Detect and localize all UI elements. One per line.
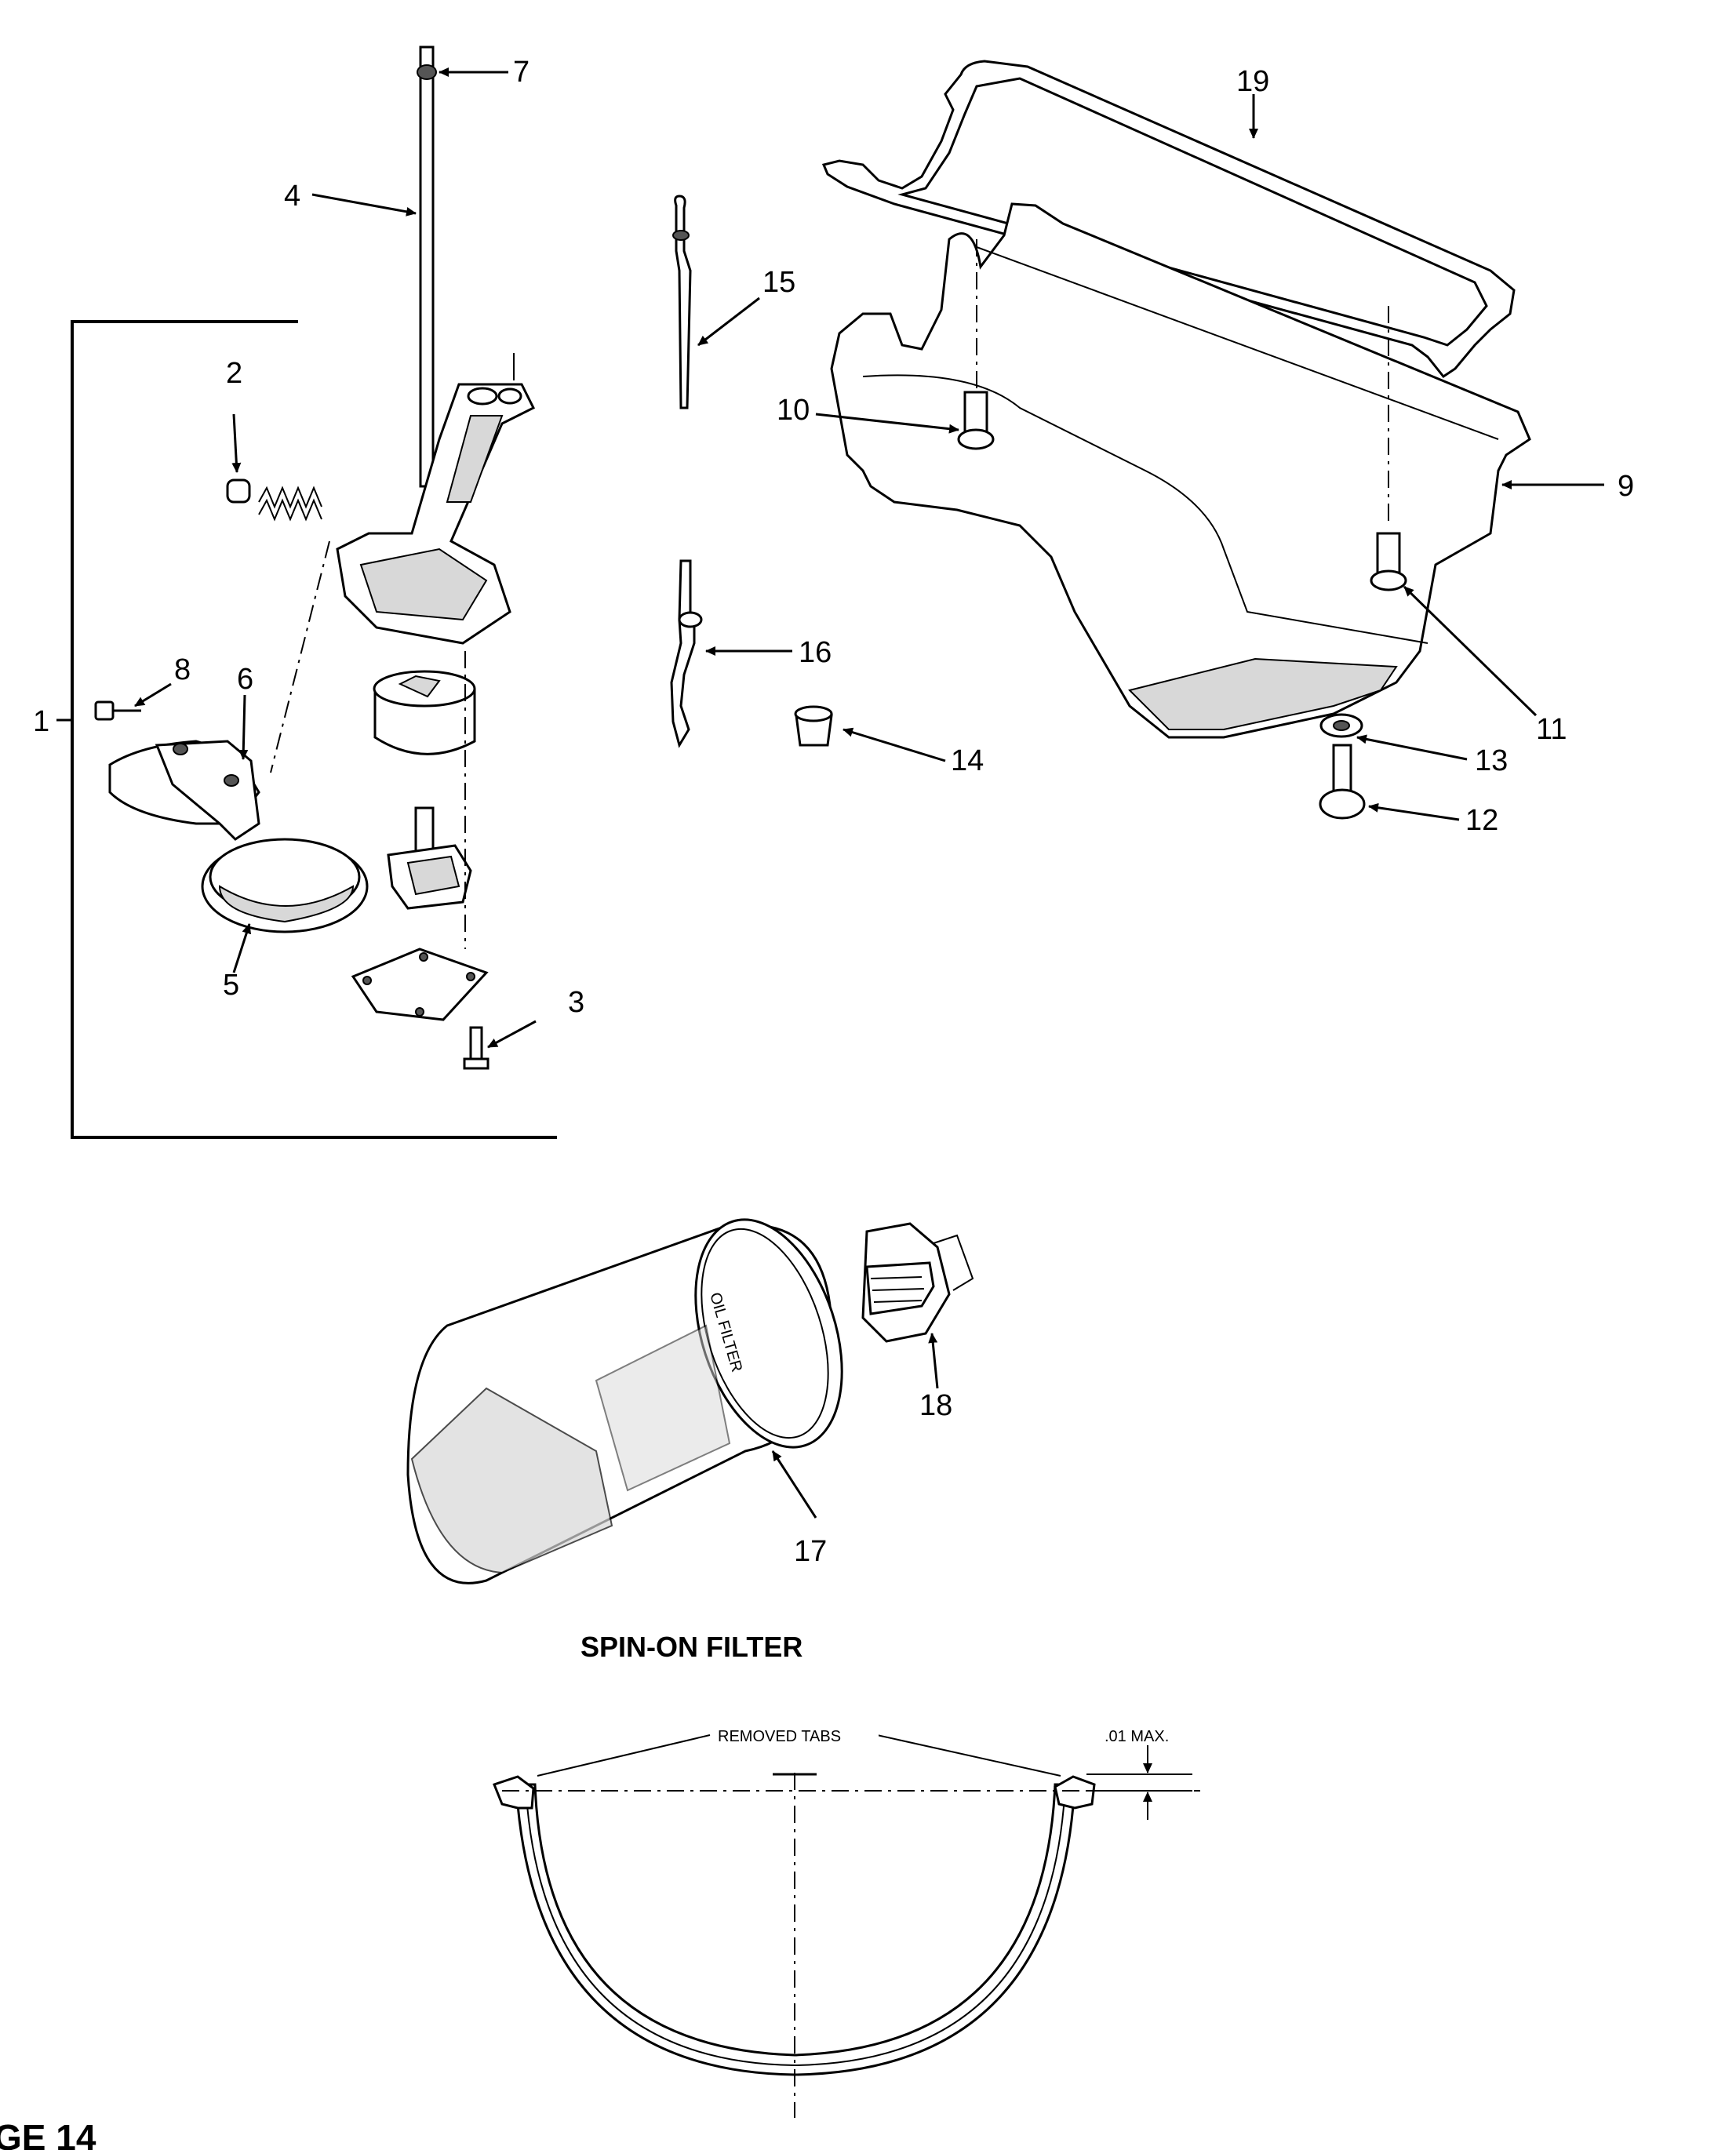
callout-15: 15	[762, 266, 795, 299]
pump-idler-gear	[387, 806, 472, 910]
pump-cover-bolt	[463, 1026, 490, 1070]
oil-pan-bolt-rear	[1370, 306, 1407, 591]
oil-pickup-screen	[201, 838, 369, 933]
callout-18: 18	[919, 1389, 952, 1422]
oil-pump-body	[336, 353, 536, 645]
callout-12: 12	[1465, 804, 1498, 837]
callout-2: 2	[226, 357, 242, 390]
callout-9: 9	[1618, 470, 1634, 503]
callout-5: 5	[223, 969, 239, 1002]
drain-plug-gasket	[1319, 713, 1363, 738]
oil-drain-plug	[1319, 744, 1366, 820]
filter-adapter-fitting	[861, 1222, 974, 1343]
max-gap-label: .01 MAX.	[1105, 1728, 1169, 1745]
callout-1: 1	[33, 705, 49, 738]
callout-13: 13	[1475, 744, 1508, 777]
oil-pan-gasket	[821, 60, 1516, 379]
callout-10: 10	[777, 394, 810, 427]
callout-11: 11	[1536, 713, 1567, 746]
spin-on-oil-filter: OIL FILTER	[406, 1218, 843, 1584]
page-label: GE 14	[0, 2117, 96, 2150]
callout-16: 16	[799, 636, 832, 669]
callout-14: 14	[951, 744, 984, 777]
relief-valve-and-spring	[226, 478, 322, 522]
pickup-tube-flange	[108, 740, 260, 841]
callout-6: 6	[237, 663, 253, 696]
oil-gallery-plug	[794, 705, 833, 747]
pump-drive-gear	[373, 670, 476, 755]
oil-pan-bolt-front	[957, 239, 995, 450]
pickup-bolt	[94, 700, 141, 721]
oil-pan	[830, 202, 1531, 739]
callout-8: 8	[174, 653, 191, 686]
removed-tabs-label: REMOVED TABS	[718, 1728, 841, 1745]
callout-3: 3	[568, 986, 584, 1019]
callout-4: 4	[284, 180, 300, 213]
dipstick-tube	[670, 559, 703, 748]
callout-19: 19	[1236, 65, 1269, 98]
pump-cover	[351, 948, 489, 1021]
callout-7: 7	[513, 56, 530, 89]
oil-pump-group-bracket	[56, 320, 557, 1139]
pump-drive-shaft	[417, 45, 437, 488]
spin-on-filter-caption: SPIN-ON FILTER	[580, 1631, 802, 1663]
rear-main-seal-detail	[493, 1734, 1200, 2118]
oil-dipstick	[672, 195, 692, 409]
callout-17: 17	[794, 1535, 827, 1568]
